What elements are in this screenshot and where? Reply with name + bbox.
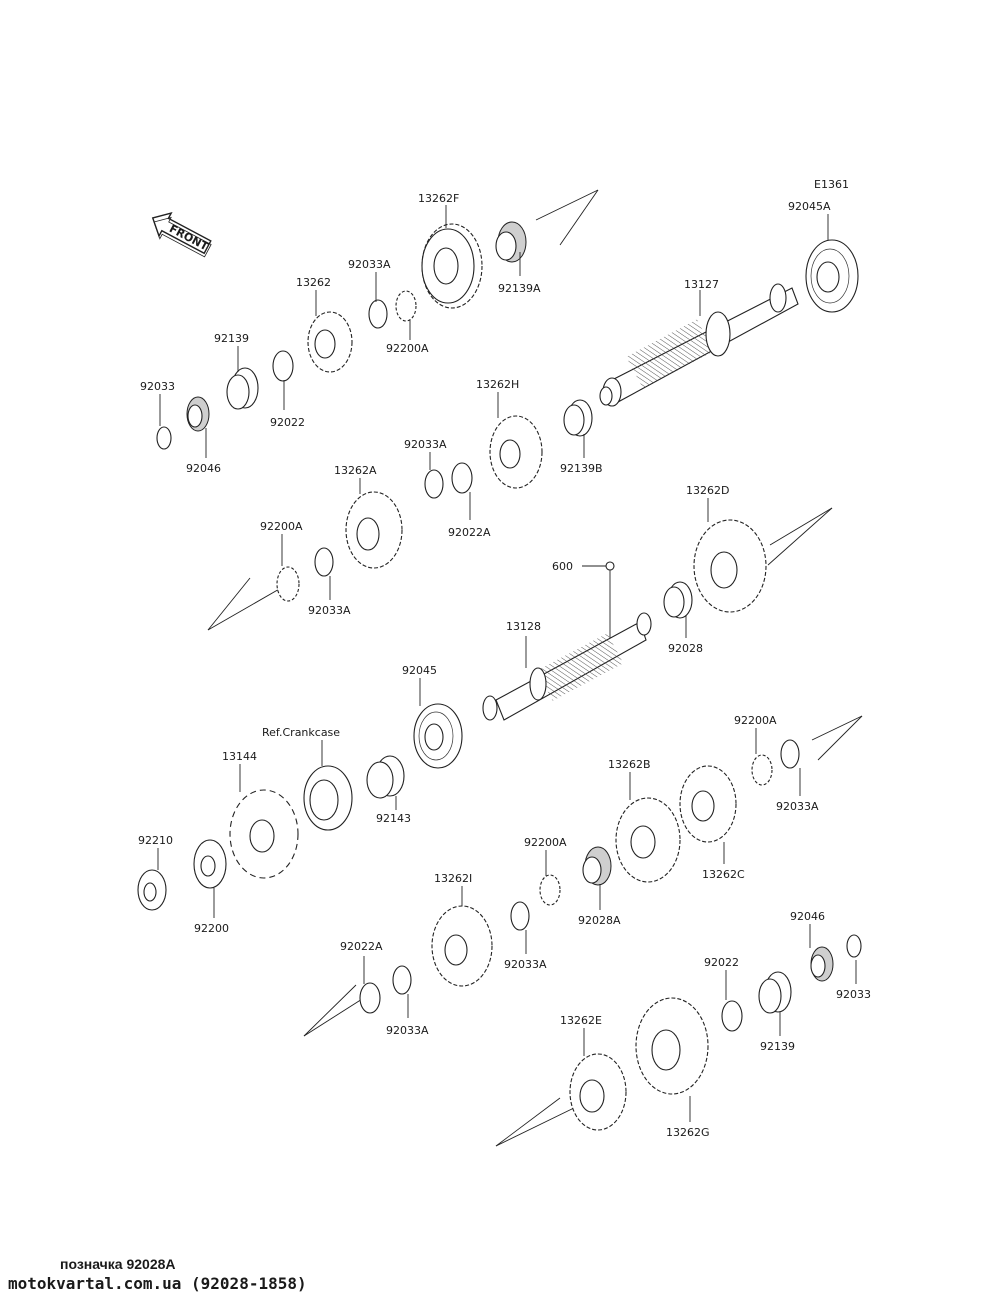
label-92200a-1: 92200A [386,342,429,355]
label-13127: 13127 [684,278,719,291]
bushing-92139-bottom [758,971,792,1014]
washer-92200a-mid2 [539,874,561,906]
washer-92200a-left [276,566,300,602]
label-13262h: 13262H [476,378,519,391]
circlip-92033-top [156,426,172,450]
bushing-92028 [663,581,693,619]
circlip-92033a-mid3 [510,901,530,931]
label-92045a: 92045A [788,200,831,213]
bushing-92139 [226,367,259,410]
circlip-92033a-mid [424,469,444,499]
caption-part-ref: позначка 92028A [60,1256,176,1272]
oil-seal [303,765,353,831]
bearing-92045a [805,239,859,313]
label-92028a: 92028A [578,914,621,927]
washer-92022a-mid [451,462,473,494]
label-92200a-4: 92200A [524,836,567,849]
label-13262: 13262 [296,276,331,289]
gear-13262c [679,765,737,843]
needle-bearing-92028a [582,846,612,886]
gear-13262i [431,905,493,987]
circlip-92033a-low [392,965,412,995]
needle-bearing-92046-bottom [810,946,834,982]
washer-92022-top [272,350,294,382]
label-92033-1: 92033 [140,380,175,393]
label-13262e: 13262E [560,1014,602,1027]
bearing-92045 [413,703,463,769]
caption-source: motokvartal.com.ua (92028-1858) [8,1274,307,1293]
label-92210: 92210 [138,834,173,847]
label-92200a-2: 92200A [260,520,303,533]
gear-13262a [345,491,403,569]
label-600: 600 [552,560,573,573]
label-92033a-6: 92033A [386,1024,429,1037]
label-leaders [157,205,857,1122]
label-ref-crankcase: Ref.Crankcase [262,726,340,739]
washer-92200 [193,839,227,889]
circlip-92033a-top [368,299,388,329]
leader-600 [582,561,615,640]
label-13262g: 13262G [666,1126,710,1139]
label-13262f: 13262F [418,192,459,205]
front-arrow-icon: FRONT [151,211,212,258]
gear-13262e [569,1053,627,1131]
washer-92022a-low [359,982,381,1014]
label-92022a-2: 92022A [340,940,383,953]
countershaft-13127 [599,283,799,407]
label-92033a-5: 92033A [504,958,547,971]
label-92139: 92139 [214,332,249,345]
label-92139b: 92139B [560,462,603,475]
gear-13262h [489,415,543,489]
needle-bearing-92046-top [186,396,210,432]
label-13128: 13128 [506,620,541,633]
label-13262b: 13262B [608,758,651,771]
axis-lines [207,189,863,1147]
label-13262d: 13262D [686,484,729,497]
nut-92210 [137,869,167,911]
label-92022-1: 92022 [270,416,305,429]
label-13262c: 13262C [702,868,745,881]
label-92028: 92028 [668,642,703,655]
label-92033a-1: 92033A [348,258,391,271]
label-92033a-3: 92033A [308,604,351,617]
label-92200: 92200 [194,922,229,935]
label-92022a-1: 92022A [448,526,491,539]
label-92200a-3: 92200A [734,714,777,727]
sprocket-13144 [229,789,299,879]
mainshaft-13128 [482,612,652,721]
gear-13262d [693,519,767,613]
label-92143: 92143 [376,812,411,825]
label-92022-2: 92022 [704,956,739,969]
circlip-92033a-right [780,739,800,769]
label-13144: 13144 [222,750,257,763]
label-13262a: 13262A [334,464,377,477]
circlip-92033-bottom [846,934,862,958]
collar-92143 [366,755,405,799]
washer-92200a-top [395,290,417,322]
gear-13262g [635,997,709,1095]
bushing-92139b [563,399,593,437]
gear-13262b [615,797,681,883]
label-92033-2: 92033 [836,988,871,1001]
label-13262i: 13262I [434,872,472,885]
label-92139a: 92139A [498,282,541,295]
label-92139-2: 92139 [760,1040,795,1053]
washer-92022-bottom [721,1000,743,1032]
label-92046-2: 92046 [790,910,825,923]
gear-13262f [421,223,483,309]
circlip-92033a-left [314,547,334,577]
label-92033a-4: 92033A [776,800,819,813]
label-92033a-2: 92033A [404,438,447,451]
washer-92200a-right [751,754,773,786]
needle-bearing-92139a [495,221,527,263]
diagram-code: E1361 [814,178,849,191]
label-92046-1: 92046 [186,462,221,475]
label-92045: 92045 [402,664,437,677]
gear-13262 [307,311,353,373]
